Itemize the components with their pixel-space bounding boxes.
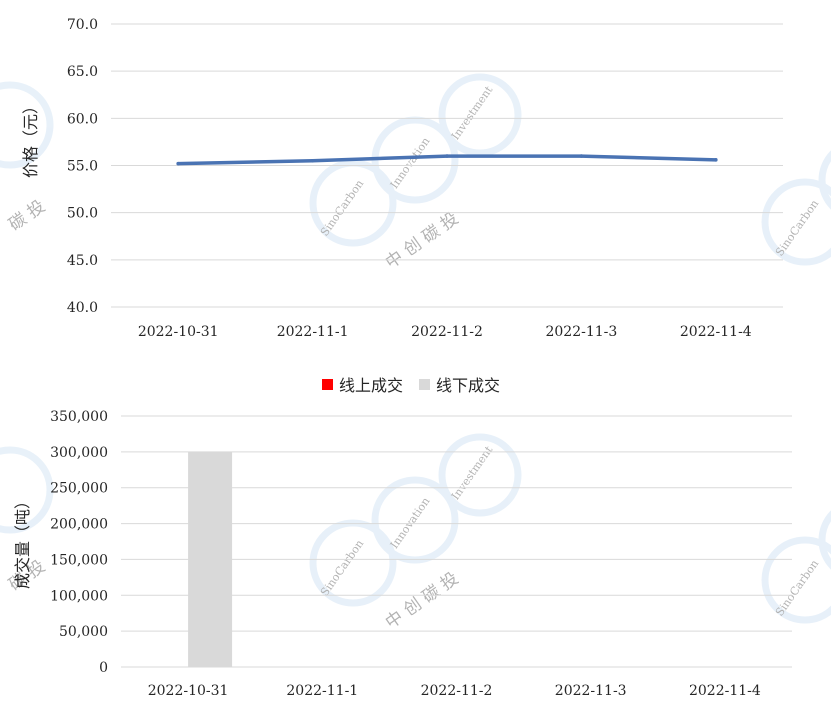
volume-bar (188, 451, 233, 667)
y-tick-label: 50,000 (59, 624, 108, 640)
y-axis-label: 价格（元） (21, 98, 40, 178)
y-tick-label: 200,000 (50, 517, 108, 533)
watermark-ring (761, 536, 831, 624)
x-tick-label: 2022-11-4 (680, 324, 752, 340)
x-tick-label: 2022-10-31 (138, 324, 219, 340)
watermark-logo-top: SinoCarbon Innovation Investment 中 创 碳 投 (309, 73, 522, 274)
watermark-text: 中 创 碳 投 (382, 209, 462, 274)
watermark-text: SinoCarbon (773, 557, 821, 618)
watermark-text: SinoCarbon (318, 537, 366, 598)
y-tick-label: 0 (99, 660, 108, 676)
x-tick-label: 2022-11-3 (545, 324, 617, 340)
x-tick-label: 2022-10-31 (148, 683, 229, 699)
y-tick-label: 100,000 (50, 588, 108, 604)
watermark-ring (818, 510, 831, 570)
y-tick-label: 55.0 (67, 159, 98, 175)
x-tick-label: 2022-11-2 (411, 324, 483, 340)
y-tick-label: 250,000 (50, 481, 108, 497)
legend-label: 线上成交 (339, 376, 403, 395)
watermark-ring (309, 159, 397, 247)
price-point (714, 158, 718, 162)
watermark-text: SinoCarbon (773, 197, 821, 258)
watermark-ring (0, 81, 54, 169)
volume-bar-chart: 0 50,000 100,000 150,000 200,000 250,000 300,0… (13, 376, 792, 699)
watermark-ring (309, 519, 397, 607)
price-line-chart: 40.0 45.0 50.0 55.0 60.0 65.0 70.0 2022-10-31 20… (21, 17, 783, 340)
watermark-ring (0, 446, 54, 534)
price-point (579, 154, 584, 158)
watermark-text: Innovation (388, 135, 433, 191)
y-tick-label: 65.0 (67, 64, 98, 80)
price-point (310, 158, 315, 163)
watermark-text: 碳 投 (5, 196, 49, 235)
watermark-text: SinoCarbon (318, 177, 366, 238)
legend-label: 线下成交 (436, 376, 500, 395)
price-point (176, 161, 180, 166)
y-tick-label: 50.0 (67, 206, 98, 222)
watermark-text: Investment (449, 83, 496, 142)
legend-swatch (419, 379, 430, 390)
watermark-ring (438, 73, 522, 157)
y-tick-label: 60.0 (67, 111, 98, 127)
watermark-text: 中 创 碳 投 (382, 569, 462, 634)
x-tick-label: 2022-11-4 (689, 683, 761, 699)
watermark-ring (371, 476, 459, 564)
watermark-ring (438, 433, 522, 517)
x-tick-label: 2022-11-2 (421, 683, 493, 699)
x-tick-label: 2022-11-1 (277, 324, 349, 340)
watermark-ring (761, 178, 831, 266)
y-tick-label: 300,000 (50, 445, 108, 461)
price-point (445, 154, 449, 158)
y-tick-label: 70.0 (67, 17, 98, 33)
watermark-text: Innovation (388, 495, 433, 551)
legend-swatch (322, 379, 333, 390)
y-axis-label: 成交量（吨） (13, 493, 32, 589)
y-tick-label: 150,000 (50, 552, 108, 568)
y-tick-label: 45.0 (67, 253, 98, 269)
y-tick-label: 40.0 (67, 300, 98, 316)
x-tick-label: 2022-11-3 (555, 683, 627, 699)
watermark-ring (818, 150, 831, 210)
x-tick-label: 2022-11-1 (286, 683, 358, 699)
y-tick-label: 350,000 (50, 409, 108, 425)
